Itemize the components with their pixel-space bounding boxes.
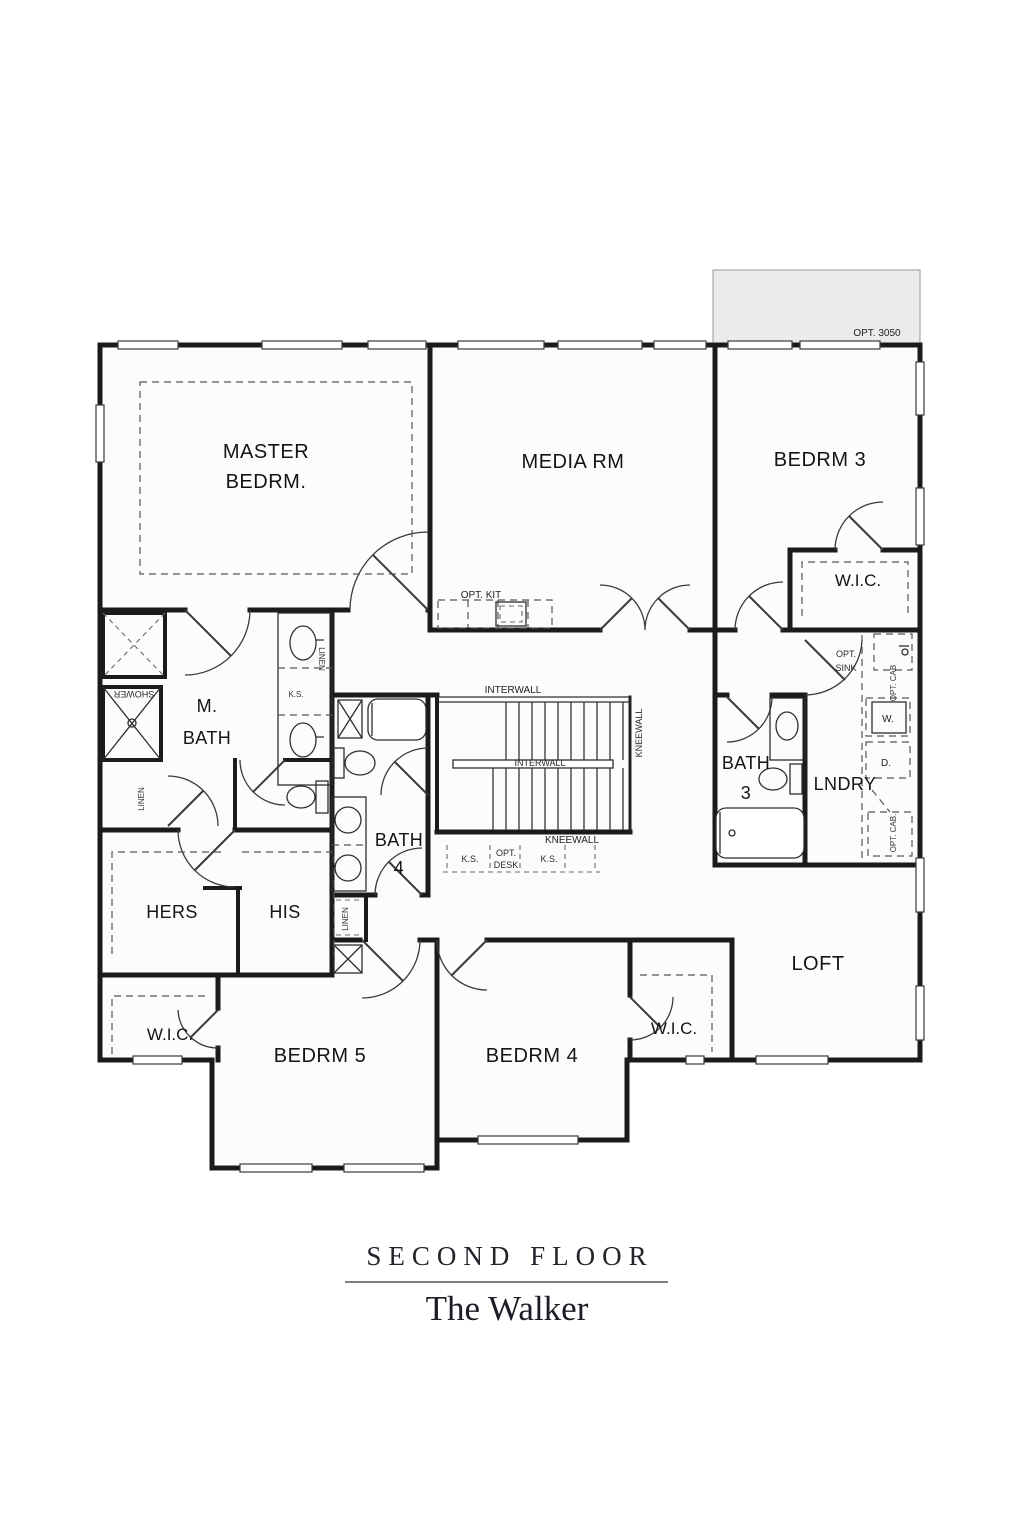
wic4-door: [629, 996, 674, 1041]
doors: [167, 501, 884, 1049]
annotation-opt-cab-lower: OPT. CAB.: [889, 814, 898, 853]
room-label-wic5: W.I.C.: [147, 1025, 193, 1044]
annotation-shower: SHOWER: [113, 689, 154, 699]
stairs: [437, 696, 630, 830]
room-label-wic4: W.I.C.: [651, 1019, 697, 1038]
annotation-opt-cab-upper: OPT. CAB: [889, 665, 898, 701]
annotation-opt-desk-2: DESK: [494, 860, 519, 870]
wic5-door: [177, 1009, 219, 1049]
bath4-inner-door: [380, 747, 429, 796]
bath3-fixtures: [715, 697, 806, 859]
stair-rail: [452, 759, 614, 769]
stair-treads-upper: [505, 702, 624, 760]
room-label-master-1: MASTER: [223, 441, 309, 463]
master-vanity: [277, 612, 333, 786]
annotation-opt-3050: OPT. 3050: [853, 328, 901, 339]
bedrm5-door: [361, 939, 421, 999]
annotation-linen-bath4: LINEN: [341, 907, 350, 931]
wic3-shelving: [801, 561, 909, 616]
hers-his-door: [177, 829, 236, 888]
room-label-bath4-1: BATH: [375, 830, 423, 850]
wic5-shelving: [111, 995, 210, 1054]
annotation-interwall-mid: INTERWALL: [514, 758, 565, 768]
stair-treads-lower: [492, 768, 624, 830]
annotation-linen-master-vanity: LINEN: [317, 647, 326, 671]
annotation-linen-mbath: LINEN: [137, 787, 146, 811]
room-label-bath4-2: 4: [394, 858, 404, 878]
his-shelving: [242, 851, 335, 954]
opt-kitchenette: [437, 599, 553, 629]
annotation-kneewall-bottom: KNEEWALL: [545, 835, 600, 846]
title-block: SECOND FLOOR The Walker: [345, 1241, 668, 1328]
water-closet-door: [239, 759, 286, 806]
room-label-mbath-1: M.: [197, 696, 218, 716]
bath3-door: [726, 696, 773, 743]
fixtures: [101, 599, 913, 974]
title-plan-name: The Walker: [426, 1289, 589, 1328]
wic3-door: [834, 501, 884, 551]
room-label-bedrm5: BEDRM 5: [274, 1045, 366, 1067]
room-label-media: MEDIA RM: [522, 451, 625, 473]
bath4-fixtures: [331, 698, 427, 892]
room-label-bedrm4: BEDRM 4: [486, 1045, 578, 1067]
laundry-features: [861, 633, 913, 860]
windows: [95, 340, 925, 1173]
room-label-mbath-2: BATH: [183, 728, 231, 748]
bedrm3-door: [734, 581, 784, 631]
room-label-bedrm3: BEDRM 3: [774, 449, 866, 471]
annotation-ks-master: K.S.: [288, 690, 303, 699]
annotation-ks-desk-left: K.S.: [461, 854, 478, 864]
desk-area: [443, 845, 600, 873]
annotation-opt-sink-2: SINK: [835, 663, 856, 673]
annotation-opt-sink-1: OPT.: [836, 649, 856, 659]
room-label-bath3-1: BATH: [722, 753, 770, 773]
title-floor-label: SECOND FLOOR: [366, 1241, 653, 1271]
room-label-bath3-2: 3: [741, 783, 751, 803]
master-tray-ceiling: [139, 381, 413, 575]
bedrm4-door: [436, 939, 488, 991]
annotation-labels: OPT. 3050 OPT. KIT SHOWER LINEN LINEN K.…: [113, 328, 901, 931]
laundry-door: [804, 639, 863, 696]
annotation-opt-desk-1: OPT.: [496, 848, 516, 858]
annotation-opt-kit: OPT. KIT: [461, 590, 502, 601]
media-double-door: [599, 584, 691, 631]
annotation-dryer: D.: [881, 758, 891, 769]
wic4-shelving: [640, 974, 713, 1052]
room-label-wic3: W.I.C.: [835, 571, 881, 590]
dashed-features: [111, 381, 909, 1054]
optional-extension-area: [712, 269, 921, 347]
annotation-ks-desk-right: K.S.: [540, 854, 557, 864]
hall-linen-closet: [336, 899, 362, 936]
room-labels: MASTER BEDRM. MEDIA RM BEDRM 3 W.I.C. M.…: [146, 441, 881, 1067]
room-label-lndry: LNDRY: [814, 774, 877, 794]
interior-walls: [97, 342, 923, 1171]
shower-enclosure: [101, 611, 167, 762]
room-label-his: HIS: [269, 902, 300, 922]
hers-shelving: [111, 851, 222, 954]
mbath-linen-door: [167, 775, 219, 827]
room-label-hers: HERS: [146, 902, 198, 922]
hall-chase: [333, 944, 363, 974]
room-label-loft: LOFT: [791, 953, 844, 975]
annotation-kneewall-side: KNEEWALL: [634, 709, 644, 758]
annotation-interwall-top: INTERWALL: [485, 685, 542, 696]
toilet-master: [286, 780, 329, 814]
room-label-master-2: BEDRM.: [226, 471, 307, 493]
annotation-washer: W.: [882, 714, 894, 725]
bath4-door: [374, 847, 423, 896]
master-bath-door: [184, 609, 251, 676]
